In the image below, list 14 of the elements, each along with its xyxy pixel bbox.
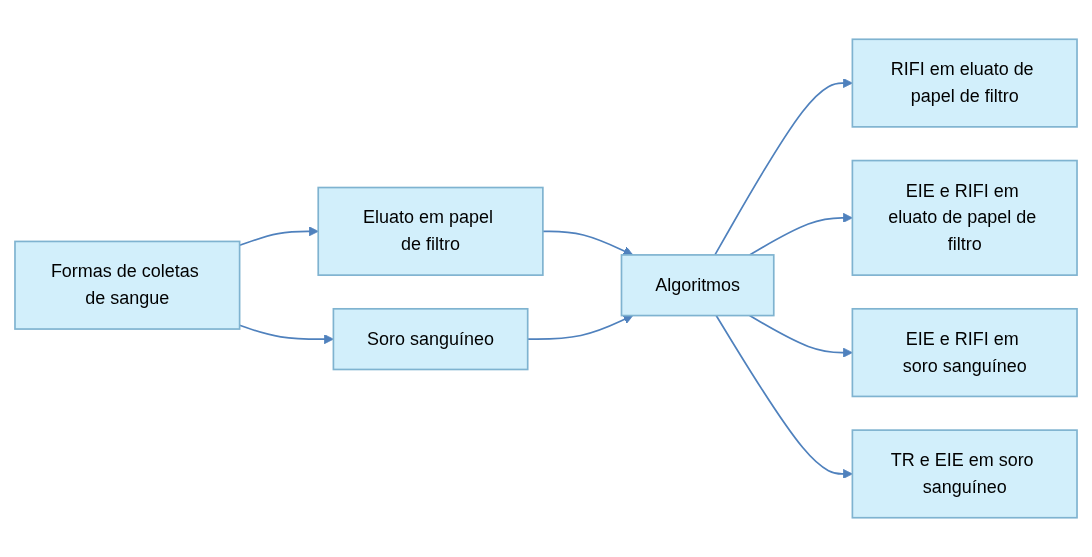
node-box: Soro sanguíneo bbox=[332, 308, 529, 371]
arrow bbox=[748, 212, 853, 256]
arrow bbox=[238, 226, 319, 247]
node-box: Algoritmos bbox=[620, 254, 775, 317]
arrow bbox=[715, 314, 853, 479]
arrow bbox=[748, 314, 853, 358]
node-box: EIE e RIFI em soro sanguíneo bbox=[851, 308, 1078, 398]
node-box: Formas de coletas de sangue bbox=[14, 240, 241, 330]
node-box: EIE e RIFI em eluato de papel de filtro bbox=[851, 159, 1078, 276]
arrow bbox=[542, 230, 634, 256]
node-box: Eluato em papel de filtro bbox=[317, 186, 544, 276]
node-box: RIFI em eluato de papel de filtro bbox=[851, 38, 1078, 128]
arrow bbox=[714, 78, 853, 256]
node-box: TR e EIE em soro sanguíneo bbox=[851, 429, 1078, 519]
